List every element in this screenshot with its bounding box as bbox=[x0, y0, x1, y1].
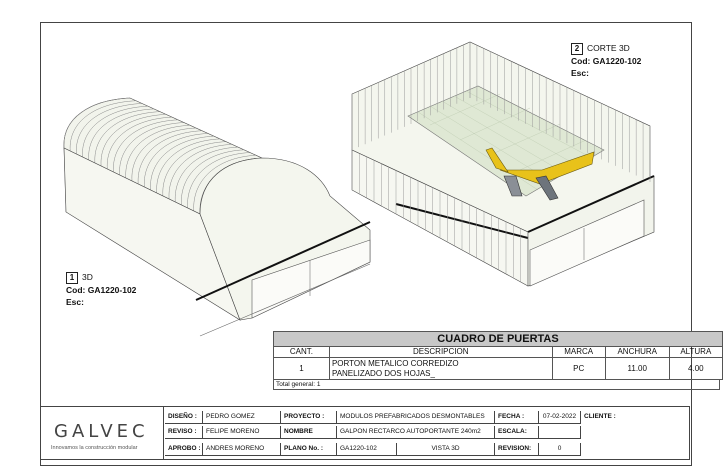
title-block: GALVEC Innovamos la construcción modular… bbox=[40, 406, 690, 460]
roof-rib bbox=[150, 135, 215, 191]
view-title: CORTE 3D bbox=[587, 43, 630, 53]
airplane-model bbox=[485, 147, 595, 201]
doors-schedule-title: CUADRO DE PUERTAS bbox=[273, 331, 723, 346]
roof-rib bbox=[88, 108, 155, 161]
roof-rib bbox=[76, 103, 143, 155]
roof-rib bbox=[125, 125, 191, 179]
header-marca: MARCA bbox=[551, 346, 606, 358]
roof-rib bbox=[175, 146, 239, 203]
proyecto-label: PROYECTO : bbox=[281, 411, 337, 424]
header-anchura: ANCHURA bbox=[604, 346, 670, 358]
diseno-value: PEDRO GOMEZ bbox=[203, 411, 281, 424]
roof-rib bbox=[107, 116, 173, 170]
roof-rib bbox=[113, 119, 179, 173]
section-cut-line-2b bbox=[527, 175, 655, 233]
descripcion-line-2: PANELIZADO DOS HOJAS_ bbox=[331, 368, 435, 378]
cod-label: Cod: bbox=[66, 285, 86, 295]
plano-value: GA1220-102 bbox=[337, 443, 397, 456]
roof-rib bbox=[69, 100, 137, 152]
roof-rib bbox=[187, 152, 251, 209]
roof-rib bbox=[168, 144, 233, 200]
fecha-label: FECHA : bbox=[495, 411, 539, 424]
roof-rib bbox=[100, 114, 167, 167]
nombre-label: NOMBRE bbox=[281, 426, 337, 439]
company-logo: GALVEC Innovamos la construcción modular bbox=[41, 407, 164, 459]
roof-rib bbox=[94, 111, 161, 164]
revision-value: 0 bbox=[539, 443, 581, 456]
cliente-label: CLIENTE : bbox=[584, 413, 616, 420]
proyecto-value: MODULOS PREFABRICADOS DESMONTABLES bbox=[337, 411, 495, 424]
diseno-label: DISEÑO : bbox=[165, 411, 203, 424]
reviso-label: REVISO : bbox=[165, 426, 203, 439]
roof-rib bbox=[119, 122, 185, 176]
header-descripcion: DESCRIPCION bbox=[328, 346, 553, 358]
escala-label: ESCALA: bbox=[495, 426, 539, 439]
descripcion-line-1: PORTON METALICO CORREDIZO bbox=[331, 358, 459, 368]
cell-cant: 1 bbox=[273, 357, 330, 380]
doors-table-header: CANT. DESCRIPCION MARCA ANCHURA ALTURA bbox=[273, 346, 724, 358]
view-label-corte-3d: 2 CORTE 3D Cod: GA1220-102 Esc: bbox=[571, 42, 641, 79]
roof-rib bbox=[131, 127, 197, 182]
logo-wordmark: GALVEC bbox=[54, 421, 149, 442]
cod-label: Cod: bbox=[571, 56, 591, 66]
cod-value: GA1220-102 bbox=[592, 56, 642, 66]
roof-rib bbox=[162, 141, 227, 197]
nombre-value: GALPON RECTARCO AUTOPORTANTE 240m2 bbox=[337, 426, 495, 439]
escala-value bbox=[539, 426, 581, 439]
header-cant: CANT. bbox=[273, 346, 330, 358]
cod-value: GA1220-102 bbox=[87, 285, 137, 295]
building-section-view bbox=[351, 41, 655, 287]
header-altura: ALTURA bbox=[668, 346, 724, 358]
revision-label: REVISION: bbox=[495, 443, 539, 456]
plano-description: VISTA 3D bbox=[397, 443, 495, 456]
view-number-badge: 1 bbox=[66, 272, 78, 284]
aprobo-label: APROBO : bbox=[165, 443, 203, 456]
view-label-3d: 1 3D Cod: GA1220-102 Esc: bbox=[66, 271, 136, 308]
doors-schedule: CUADRO DE PUERTAS CANT. DESCRIPCION MARC… bbox=[273, 331, 724, 390]
drawing-sheet-border bbox=[40, 22, 692, 466]
roof-rib bbox=[63, 97, 131, 149]
view-title: 3D bbox=[82, 272, 93, 282]
doors-total: Total general: 1 bbox=[273, 380, 720, 390]
esc-label: Esc: bbox=[66, 297, 84, 307]
plano-label: PLANO No. : bbox=[281, 443, 337, 456]
section-cut-line-1 bbox=[195, 221, 371, 301]
cell-anchura: 11.00 bbox=[604, 357, 670, 380]
view-number-badge: 2 bbox=[571, 43, 583, 55]
logo-tagline: Innovamos la construcción modular bbox=[51, 445, 138, 451]
fecha-value: 07-02-2022 bbox=[539, 411, 581, 424]
esc-label: Esc: bbox=[571, 68, 589, 78]
aprobo-value: ANDRES MORENO bbox=[203, 443, 281, 456]
doors-table: CANT. DESCRIPCION MARCA ANCHURA ALTURA 1… bbox=[273, 346, 724, 380]
roof-rib bbox=[144, 133, 209, 188]
roof-rib bbox=[137, 130, 203, 185]
cell-marca: PC bbox=[551, 357, 606, 380]
roof-rib bbox=[156, 138, 221, 194]
cell-altura: 4.00 bbox=[668, 357, 724, 380]
roof-rib bbox=[82, 105, 149, 158]
roof-rib bbox=[193, 155, 257, 212]
reviso-value: FELIPE MORENO bbox=[203, 426, 281, 439]
roof-rib bbox=[181, 149, 245, 206]
